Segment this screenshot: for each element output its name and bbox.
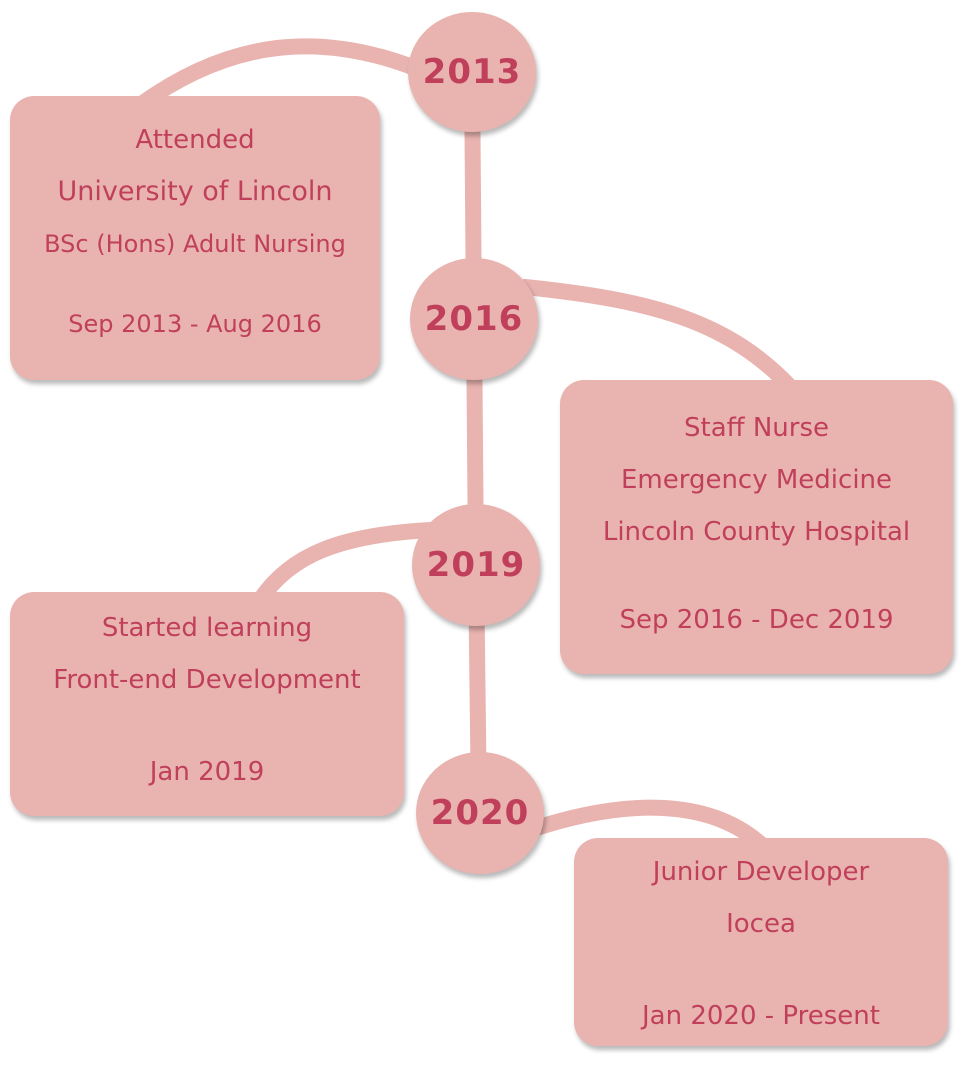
card-line: Emergency Medicine	[620, 465, 893, 495]
connector-2016	[517, 279, 803, 400]
year-label: 2013	[422, 52, 522, 92]
timeline-card-university: Attended University of Lincoln BSc (Hons…	[10, 96, 380, 380]
timeline-card-junior-developer: Junior Developer Iocea Jan 2020 - Presen…	[574, 838, 948, 1046]
card-line: BSc (Hons) Adult Nursing	[44, 230, 346, 258]
card-dates: Sep 2016 - Dec 2019	[619, 605, 894, 635]
card-line: Lincoln County Hospital	[602, 517, 911, 547]
card-dates: Jan 2019	[149, 757, 265, 787]
card-line: Started learning	[101, 613, 313, 643]
connector-2013	[132, 38, 428, 113]
year-label: 2020	[430, 793, 530, 833]
year-node-2020: 2020	[416, 752, 544, 874]
timeline-card-front-end: Started learning Front-end Development J…	[10, 592, 404, 816]
card-line: Attended	[135, 125, 255, 155]
year-node-2019: 2019	[412, 504, 540, 626]
connector-2020	[522, 799, 773, 856]
year-label: 2016	[424, 299, 524, 339]
card-line: Junior Developer	[652, 857, 870, 887]
card-line: University of Lincoln	[57, 176, 333, 207]
year-node-2016: 2016	[410, 258, 538, 380]
card-dates: Jan 2020 - Present	[642, 1001, 880, 1031]
timeline-card-staff-nurse: Staff Nurse Emergency Medicine Lincoln C…	[560, 380, 953, 674]
card-line: Staff Nurse	[684, 413, 829, 443]
card-line: Front-end Development	[53, 665, 361, 695]
connector-2019	[252, 522, 438, 608]
year-label: 2019	[426, 545, 526, 585]
card-line: Iocea	[726, 909, 796, 939]
card-dates: Sep 2013 - Aug 2016	[68, 310, 322, 338]
year-node-2013: 2013	[408, 12, 536, 132]
